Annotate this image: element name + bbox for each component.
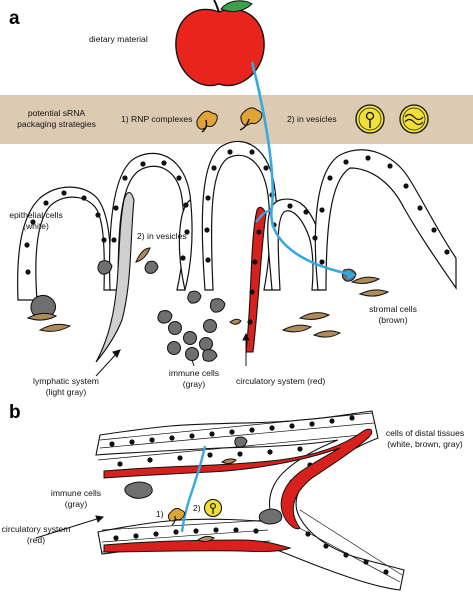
lymphatic-label-line2: (light gray) bbox=[45, 387, 87, 397]
distal-cells-label-line2: (white, brown, gray) bbox=[387, 439, 463, 449]
distal-immune-cells bbox=[124, 436, 283, 525]
epithelial-cells-label-line2: (white) bbox=[23, 221, 49, 231]
immune-cells-label-line1: immune cells bbox=[168, 368, 220, 378]
circulatory-label: circulatory system (red) bbox=[236, 376, 326, 386]
immune-cells bbox=[30, 260, 357, 362]
delivery-arrow bbox=[180, 445, 207, 533]
marker-2-label: 2) bbox=[193, 503, 201, 513]
strategies-band bbox=[0, 95, 473, 144]
panel-b-letter: b bbox=[9, 402, 21, 423]
distal-rnp-icon bbox=[167, 507, 186, 526]
strategy-vesicle-label: 2) in vesicles bbox=[287, 114, 337, 124]
distal-immune-label-line1: immune cells bbox=[50, 488, 102, 498]
distal-immune-label-line2: (gray) bbox=[64, 499, 88, 509]
apple-icon bbox=[175, 0, 265, 87]
strategy-rnp-label: 1) RNP complexes bbox=[121, 114, 193, 124]
vesicle-rnp-icon bbox=[399, 104, 429, 134]
lymphatic-vessel bbox=[95, 191, 135, 363]
stromal-cells bbox=[26, 247, 390, 338]
marker-1-label: 1) bbox=[156, 509, 164, 519]
epithelial-cells-label-line1: epithelial cells bbox=[9, 210, 63, 220]
immune-cells-label-line2: (gray) bbox=[182, 379, 206, 389]
distal-blood-vessel-lower bbox=[103, 539, 292, 553]
strategies-title-line2: packaging strategies bbox=[17, 119, 96, 129]
stromal-cells-label-line1: stromal cells bbox=[369, 304, 417, 314]
dietary-material-label: dietary material bbox=[89, 34, 148, 44]
lymphatic-label-line1: lymphatic system bbox=[33, 376, 99, 386]
distal-blood-vessel bbox=[103, 428, 373, 530]
pointer-arrows-a bbox=[95, 332, 250, 377]
uptake-arrow bbox=[250, 61, 356, 277]
distal-circulatory-label-line1: circulatory system bbox=[1, 524, 71, 534]
in-vesicles-inline-label: 2) in vesicles bbox=[137, 231, 187, 241]
panel-a-letter: a bbox=[9, 8, 20, 29]
distal-cells-label-line1: cells of distal tissues bbox=[385, 428, 465, 438]
distal-stromal-cells bbox=[197, 458, 237, 543]
blood-vessel bbox=[245, 206, 267, 353]
distal-vesicle-icon bbox=[203, 498, 223, 518]
rnp-complex-icon bbox=[196, 110, 218, 133]
stromal-cells-label-line2: (brown) bbox=[378, 315, 408, 325]
distal-circulatory-label-line2: (red) bbox=[26, 535, 46, 545]
pointer-arrows-b bbox=[35, 515, 105, 539]
rnp-complex-icon-2 bbox=[239, 107, 263, 131]
strategies-title-line1: potential sRNA bbox=[27, 108, 86, 118]
vesicle-icon bbox=[355, 104, 385, 134]
